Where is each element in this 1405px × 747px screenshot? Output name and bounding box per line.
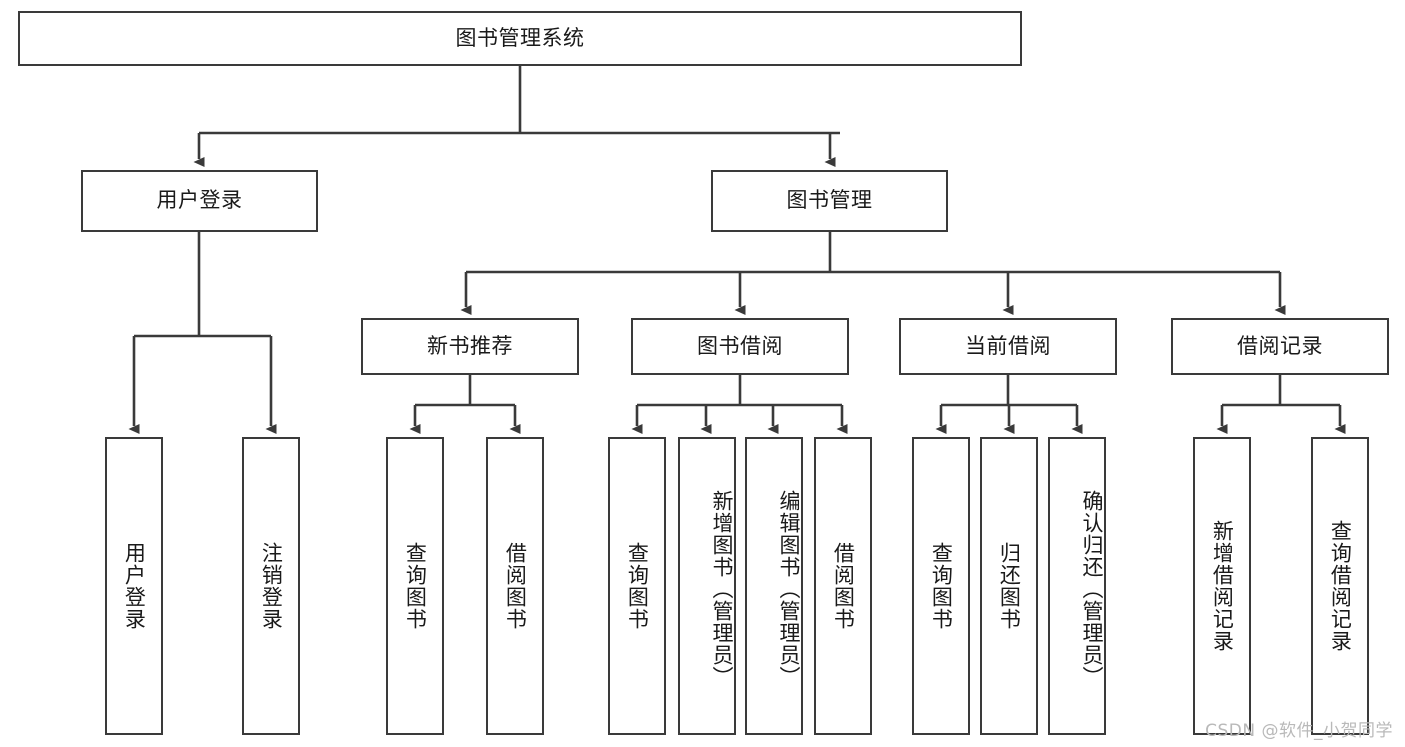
node-book-manage-label: 图书管理 bbox=[786, 188, 873, 213]
node-root-label: 图书管理系统 bbox=[455, 25, 585, 50]
node-new-book-recommend-label: 新书推荐 bbox=[427, 333, 513, 358]
leaf-label: 借阅图书 bbox=[831, 542, 856, 630]
leaf-user-login-2[interactable]: 注销登录 bbox=[242, 437, 300, 735]
leaf-new-book-recommend-2[interactable]: 借阅图书 bbox=[486, 437, 544, 735]
leaf-book-borrow-1[interactable]: 查询图书 bbox=[608, 437, 666, 735]
leaf-borrow-record-2[interactable]: 查询借阅记录 bbox=[1311, 437, 1369, 735]
node-book-borrow-label: 图书借阅 bbox=[697, 333, 783, 358]
leaf-label: 确认归还（管理员） bbox=[1080, 490, 1104, 688]
leaf-label: 注销登录 bbox=[259, 542, 284, 630]
node-user-login-label: 用户登录 bbox=[156, 188, 243, 213]
leaf-borrow-record-1[interactable]: 新增借阅记录 bbox=[1193, 437, 1251, 735]
node-new-book-recommend[interactable]: 新书推荐 bbox=[361, 318, 579, 375]
leaf-user-login-1[interactable]: 用户登录 bbox=[105, 437, 163, 735]
node-borrow-record-label: 借阅记录 bbox=[1237, 333, 1323, 358]
node-book-borrow[interactable]: 图书借阅 bbox=[631, 318, 849, 375]
leaf-book-borrow-2[interactable]: 新增图书（管理员） bbox=[678, 437, 736, 735]
leaf-new-book-recommend-1[interactable]: 查询图书 bbox=[386, 437, 444, 735]
leaf-label: 借阅图书 bbox=[503, 542, 528, 630]
leaf-current-borrow-3[interactable]: 确认归还（管理员） bbox=[1048, 437, 1106, 735]
leaf-current-borrow-2[interactable]: 归还图书 bbox=[980, 437, 1038, 735]
leaf-book-borrow-4[interactable]: 借阅图书 bbox=[814, 437, 872, 735]
leaf-label: 查询图书 bbox=[929, 542, 954, 630]
leaf-label: 查询图书 bbox=[625, 542, 650, 630]
node-book-manage[interactable]: 图书管理 bbox=[711, 170, 948, 232]
leaf-current-borrow-1[interactable]: 查询图书 bbox=[912, 437, 970, 735]
leaf-label: 新增图书（管理员） bbox=[710, 490, 734, 688]
node-current-borrow[interactable]: 当前借阅 bbox=[899, 318, 1117, 375]
node-user-login[interactable]: 用户登录 bbox=[81, 170, 318, 232]
node-borrow-record[interactable]: 借阅记录 bbox=[1171, 318, 1389, 375]
leaf-label: 查询借阅记录 bbox=[1328, 520, 1353, 652]
leaf-label: 查询图书 bbox=[403, 542, 428, 630]
leaf-label: 归还图书 bbox=[997, 542, 1022, 630]
leaf-label: 编辑图书（管理员） bbox=[777, 490, 801, 688]
node-root[interactable]: 图书管理系统 bbox=[18, 11, 1022, 66]
leaf-book-borrow-3[interactable]: 编辑图书（管理员） bbox=[745, 437, 803, 735]
csdn-watermark: CSDN @软件_小贺同学 bbox=[1205, 721, 1393, 741]
node-current-borrow-label: 当前借阅 bbox=[965, 333, 1051, 358]
leaf-label: 用户登录 bbox=[122, 542, 147, 630]
leaf-label: 新增借阅记录 bbox=[1210, 520, 1235, 652]
